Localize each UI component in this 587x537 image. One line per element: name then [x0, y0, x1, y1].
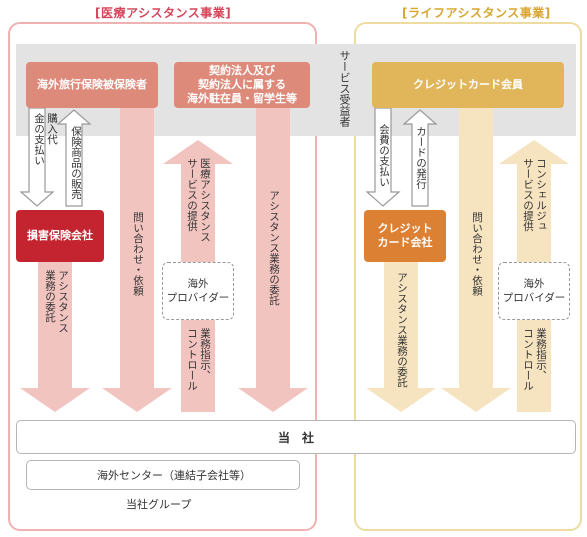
card-issuance-label: カードの発行 [414, 126, 427, 206]
insurance-company-label: 損害保険会社 [27, 229, 93, 242]
overseas-provider-left-line-1: 海外 [187, 278, 209, 290]
card-company-line-2: カード会社 [377, 236, 433, 249]
business-control-right-line-2: コントロール [522, 328, 534, 391]
inquiry-left-arrow [102, 108, 172, 412]
fee-payment-arrow [365, 107, 401, 207]
overseas-center-bar: 海外センター（連結子会社等） [26, 460, 300, 490]
purchase-payment-label: 購入代 金の支払い [32, 113, 58, 203]
assistance-outsourcing-card-arrow [366, 262, 436, 412]
business-control-right-line-1: 業務指示、 [535, 328, 547, 381]
group-label: 当社グループ [126, 498, 192, 511]
overseas-travel-insured-label: 海外旅行保険被保険者 [37, 78, 147, 91]
fee-payment-line-1: 会費の支払い [378, 124, 390, 187]
overseas-travel-insured-box: 海外旅行保険被保険者 [26, 62, 158, 108]
assistance-outsourcing-card-label: アシスタンス業務の委託 [395, 272, 408, 402]
purchase-payment-line-2: 金の支払い [33, 113, 45, 166]
corporate-expats-line-1: 契約法人及び [209, 64, 275, 77]
credit-card-members-label: クレジットカード会員 [413, 78, 523, 91]
assistance-outsourcing-corp-label: アシスタンス業務の委託 [267, 190, 280, 340]
medical-assistance-title: [医療アシスタンス事業] [92, 4, 235, 21]
insurance-sales-label: 保険商品の販売 [69, 126, 82, 206]
card-issuance-line-1: カードの発行 [415, 126, 427, 189]
corporate-expats-line-2: 契約法人に属する [198, 78, 286, 91]
overseas-provider-left-box: 海外 プロバイダー [162, 262, 234, 320]
insurance-sales-arrow [56, 109, 92, 207]
business-control-left-line-2: コントロール [186, 328, 198, 391]
corporate-expats-line-3: 海外駐在員・留学生等 [187, 92, 297, 105]
card-company-box: クレジット カード会社 [364, 210, 446, 262]
assistance-outsourcing-ins-label: アシスタンス 業務の委託 [43, 270, 69, 390]
corporate-expats-box: 契約法人及び 契約法人に属する 海外駐在員・留学生等 [174, 62, 310, 108]
fee-payment-label: 会費の支払い [377, 124, 390, 204]
assistance-outsourcing-card-line-1: アシスタンス業務の委託 [396, 272, 408, 388]
medical-assistance-service-line-2: サービスの提供 [186, 158, 198, 232]
assistance-outsourcing-ins-arrow [20, 262, 90, 412]
insurance-company-box: 損害保険会社 [16, 210, 104, 262]
overseas-provider-right-line-2: プロバイダー [502, 292, 566, 304]
concierge-service-line-2: サービスの提供 [522, 158, 534, 232]
assistance-outsourcing-corp-arrow [238, 108, 308, 412]
concierge-service-line-1: コンシェルジュ [535, 158, 547, 232]
business-control-right-label: 業務指示、 コントロール [521, 328, 547, 398]
inquiry-right-line-1: 問い合わせ・依頼 [471, 212, 483, 296]
company-bar: 当 社 [16, 420, 576, 454]
assistance-outsourcing-corp-line-1: アシスタンス業務の委託 [268, 190, 280, 306]
concierge-service-label: コンシェルジュ サービスの提供 [521, 158, 547, 258]
inquiry-right-arrow [441, 108, 511, 412]
company-bar-label: 当 社 [277, 430, 314, 445]
medical-assistance-service-label: 医療アシスタンス サービスの提供 [185, 158, 211, 258]
medical-assistance-frame [8, 22, 317, 531]
service-beneficiary-label: サービス受益者 [338, 50, 351, 127]
card-company-line-1: クレジット [377, 222, 433, 235]
purchase-payment-arrow [19, 107, 55, 207]
card-issuance-arrow [402, 109, 438, 207]
medical-assistance-service-line-1: 医療アシスタンス [199, 158, 211, 242]
overseas-center-label: 海外センター（連結子会社等） [97, 469, 251, 482]
life-assistance-frame [354, 22, 582, 531]
credit-card-members-box: クレジットカード会員 [372, 62, 564, 108]
inquiry-right-label: 問い合わせ・依頼 [470, 212, 483, 322]
business-control-left-label: 業務指示、 コントロール [185, 328, 211, 398]
overseas-provider-right-line-1: 海外 [523, 278, 545, 290]
overseas-provider-left-line-2: プロバイダー [166, 292, 230, 304]
assistance-outsourcing-ins-line-1: アシスタンス [57, 270, 69, 333]
business-control-left-line-1: 業務指示、 [199, 328, 211, 381]
life-assistance-title: [ライフアシスタンス事業] [399, 4, 554, 21]
insurance-sales-line-1: 保険商品の販売 [70, 126, 82, 200]
inquiry-left-line-1: 問い合わせ・依頼 [132, 212, 144, 296]
inquiry-left-label: 問い合わせ・依頼 [131, 212, 144, 322]
assistance-outsourcing-ins-line-2: 業務の委託 [44, 270, 56, 323]
overseas-provider-right-box: 海外 プロバイダー [498, 262, 570, 320]
purchase-payment-line-1: 購入代 [46, 113, 58, 145]
